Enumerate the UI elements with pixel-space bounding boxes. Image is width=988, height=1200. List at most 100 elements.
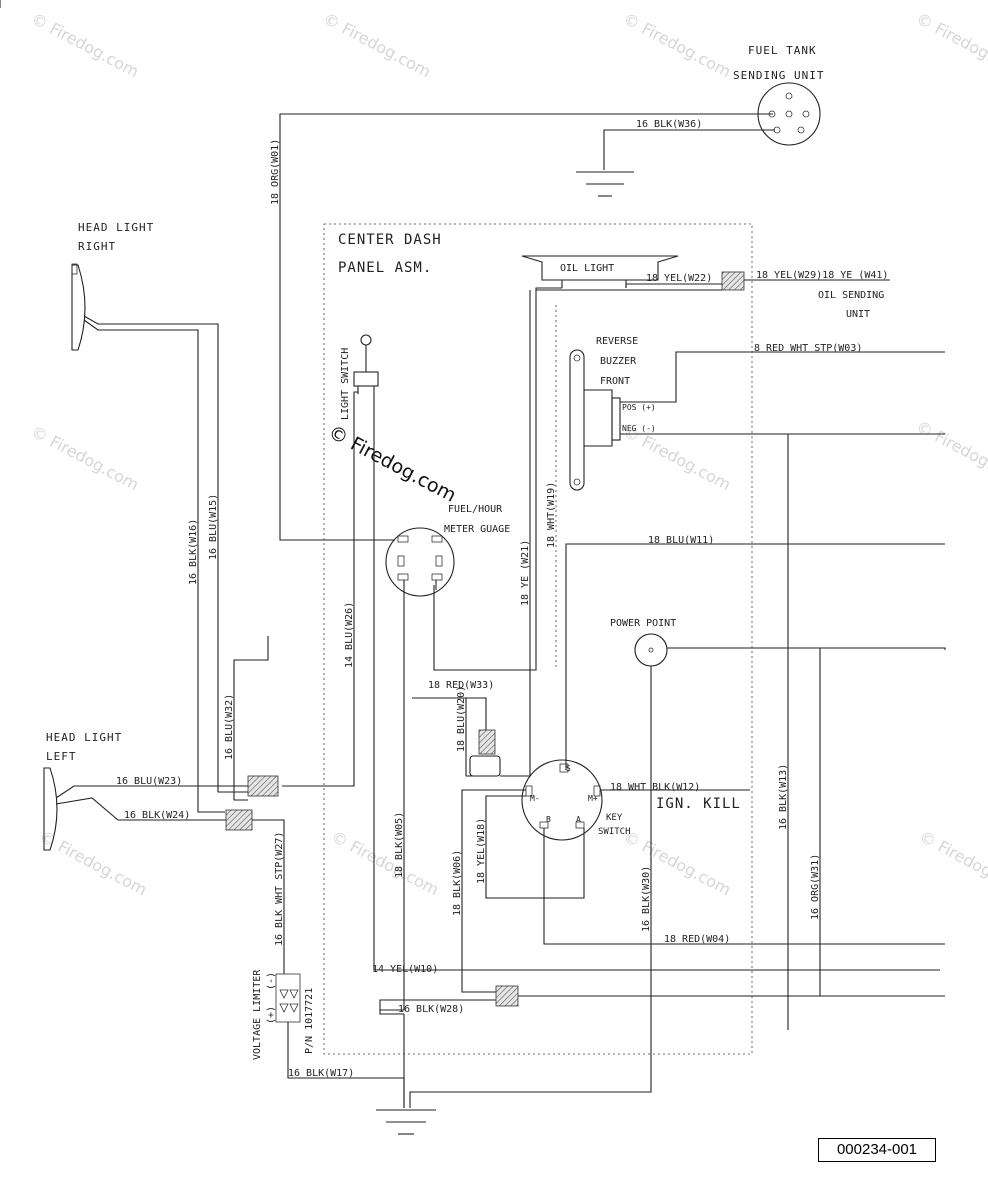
terminal-m-left: M- bbox=[530, 794, 540, 803]
voltage-limiter: VOLTAGE LIMITER (-) (+) P/N 1017721 bbox=[252, 969, 315, 1060]
connector bbox=[225, 809, 253, 831]
buzzer-body-icon bbox=[584, 389, 613, 447]
wire-w22 bbox=[625, 283, 722, 288]
voltage-limiter-minus: (-) bbox=[266, 972, 277, 990]
wire-w15 bbox=[83, 315, 248, 793]
oil-light-label: OIL LIGHT bbox=[560, 263, 614, 274]
wire-label-w30: 16 BLK(W30) bbox=[641, 866, 652, 932]
meter-gauge-icon bbox=[385, 527, 455, 597]
connector bbox=[247, 775, 279, 797]
key-switch-label-line2: SWITCH bbox=[598, 827, 631, 837]
watermark: © Firedog.com bbox=[913, 417, 988, 490]
wire-w04 bbox=[543, 828, 945, 945]
fuel-tank-label-line1: FUEL TANK bbox=[748, 44, 817, 57]
power-point-icon bbox=[634, 633, 668, 667]
terminal-b: B bbox=[546, 815, 551, 824]
wire-label-w19: 18 WHT(W19) bbox=[546, 482, 557, 548]
light-switch: LIGHT SWITCH bbox=[340, 334, 379, 420]
oil-light-icon bbox=[521, 255, 679, 281]
wire-label-w11: 18 BLU(W11) bbox=[648, 535, 714, 546]
fuel-tank-label-line2: SENDING UNIT bbox=[733, 69, 824, 82]
wire-w01 bbox=[279, 113, 773, 541]
head-light-right-label-line1: HEAD LIGHT bbox=[78, 221, 154, 234]
voltage-limiter-plus: (+) bbox=[266, 1006, 277, 1024]
center-dash-label-line1: CENTER DASH bbox=[338, 232, 442, 248]
wire-label-w04: 18 RED(W04) bbox=[664, 934, 730, 945]
buzzer-pos-label: POS (+) bbox=[622, 403, 656, 412]
buzzer-bracket-icon bbox=[569, 349, 585, 491]
watermark: © Firedog.com bbox=[620, 9, 734, 82]
wire-label-w29-w41: 18 YEL(W29)18 YE (W41) bbox=[756, 270, 888, 281]
voltage-limiter-body-icon bbox=[275, 973, 301, 1023]
center-dash-panel-outline bbox=[323, 223, 753, 1055]
wire-w33 bbox=[412, 697, 487, 730]
wire-w24 bbox=[55, 797, 226, 821]
wire-label-w17: 16 BLK(W17) bbox=[288, 1068, 354, 1079]
reverse-buzzer-label-line3: FRONT bbox=[600, 376, 630, 387]
head-light-icon bbox=[71, 264, 86, 351]
wire-w26 bbox=[282, 391, 359, 787]
power-point-label: POWER POINT bbox=[610, 618, 676, 629]
diode-icon bbox=[279, 989, 289, 999]
watermark: © Firedog.com bbox=[620, 827, 734, 900]
light-switch-body-icon bbox=[353, 371, 379, 387]
part-number-box: 000234-001 bbox=[818, 1138, 936, 1162]
wire-label-w31: 16 ORG(W31) bbox=[810, 854, 821, 920]
head-light-left-label-line1: HEAD LIGHT bbox=[46, 731, 122, 744]
wire-w18 bbox=[485, 795, 585, 899]
key-switch-icon bbox=[521, 759, 603, 841]
wire-w20 bbox=[465, 698, 480, 777]
wire-w16 bbox=[83, 319, 225, 813]
wire-label-w15: 16 BLU(W15) bbox=[208, 494, 219, 560]
watermark: © Firedog.com bbox=[320, 9, 434, 82]
head-light-left: HEAD LIGHT LEFT bbox=[43, 731, 122, 851]
fuel-hour-meter-gauge: FUEL/HOUR METER GUAGE bbox=[385, 504, 510, 597]
wire-label-w10: 14 YEL(W10) bbox=[372, 964, 438, 975]
wire-label-w23: 16 BLU(W23) bbox=[116, 776, 182, 787]
ground-icon bbox=[576, 171, 634, 197]
head-light-right-label-line2: RIGHT bbox=[78, 240, 116, 253]
diode-icon bbox=[279, 1003, 289, 1013]
diode-icon bbox=[289, 1003, 299, 1013]
watermark: © Firedog.com bbox=[913, 9, 988, 82]
wire-label-w36: 16 BLK(W36) bbox=[636, 119, 702, 130]
fuel-tank-sending-unit: FUEL TANK SENDING UNIT bbox=[733, 44, 824, 146]
wire-label-w26: 14 BLU(W26) bbox=[344, 602, 355, 668]
wire-w06 bbox=[461, 789, 526, 993]
key-switch-label-line1: KEY bbox=[606, 813, 623, 823]
wire-w03 bbox=[620, 351, 945, 403]
head-light-right: HEAD LIGHT RIGHT bbox=[71, 221, 154, 351]
wire-w27 bbox=[252, 819, 285, 974]
wire-w19 bbox=[433, 290, 537, 671]
head-light-icon bbox=[43, 767, 58, 851]
watermark: © Firedog.com bbox=[28, 9, 142, 82]
wire-label-w24: 16 BLK(W24) bbox=[124, 810, 190, 821]
wire-label-w03: 8 RED WHT STP(W03) bbox=[754, 343, 862, 354]
wire-label-w21: 18 YE (W21) bbox=[520, 540, 531, 606]
inline-connector-icon bbox=[469, 755, 501, 777]
wire-w36 bbox=[603, 129, 775, 170]
oil-sending-label-line1: OIL SENDING bbox=[818, 290, 884, 301]
watermark-group: © Firedog.com © Firedog.com © Firedog.co… bbox=[28, 9, 988, 900]
voltage-limiter-part-number: P/N 1017721 bbox=[304, 988, 315, 1054]
wire-label-w32: 16 BLU(W32) bbox=[224, 694, 235, 760]
oil-sending-label-line2: UNIT bbox=[846, 309, 870, 320]
reverse-buzzer-label-line1: REVERSE bbox=[596, 336, 638, 347]
head-light-left-label-line2: LEFT bbox=[46, 750, 77, 763]
diode-icon bbox=[289, 989, 299, 999]
wire-w32 bbox=[233, 636, 269, 801]
watermark: © Firedog.com bbox=[916, 827, 988, 900]
light-switch-label: LIGHT SWITCH bbox=[340, 348, 351, 420]
ground-icon bbox=[376, 1109, 436, 1135]
wire-w11 bbox=[565, 543, 945, 770]
wire-w28 bbox=[379, 999, 496, 1015]
wire-label-w33: 18 RED(W33) bbox=[428, 680, 494, 691]
wire-w05 bbox=[380, 590, 405, 1011]
watermark: © Firedog.com bbox=[328, 827, 442, 900]
wire-label-w13: 16 BLK(W13) bbox=[778, 764, 789, 830]
terminal-m-right: M+ bbox=[588, 794, 598, 803]
connector bbox=[721, 271, 745, 291]
watermark-main: © Firedog.com bbox=[325, 421, 460, 507]
wire-label-w18: 18 YEL(W18) bbox=[476, 818, 487, 884]
